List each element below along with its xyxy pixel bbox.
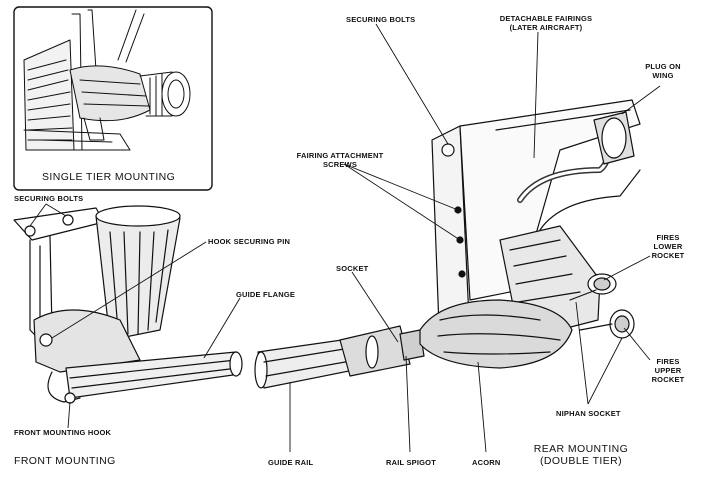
front-mounting-drawing	[13, 205, 243, 404]
detachable-fairings-line1: DETACHABLE FAIRINGS	[499, 14, 593, 23]
socket-label: SOCKET	[336, 264, 369, 273]
fires-lower-line2: LOWER	[653, 242, 683, 251]
fairing-screws-line2: SCREWS	[322, 160, 358, 169]
front-mounting-hook-label: FRONT MOUNTING HOOK	[14, 428, 112, 437]
rear-caption-line2: (DOUBLE TIER)	[539, 455, 623, 467]
fairing-attachment-screws-label: FAIRING ATTACHMENT SCREWS	[286, 151, 394, 169]
inset-panel	[13, 6, 213, 191]
fairing-screws-line1: FAIRING ATTACHMENT	[296, 151, 384, 160]
leader-lines	[29, 23, 661, 453]
fires-upper-line3: ROCKET	[651, 375, 685, 384]
rear-caption-line1: REAR MOUNTING	[533, 443, 629, 455]
fires-upper-line2: UPPER	[654, 366, 682, 375]
inset-caption: SINGLE TIER MOUNTING	[42, 171, 176, 183]
front-securing-bolts-label: SECURING BOLTS	[14, 194, 84, 203]
fires-upper-line1: FIRES	[656, 357, 680, 366]
fires-lower-rocket-label: FIRES LOWER ROCKET	[646, 233, 690, 260]
rail-spigot-label: RAIL SPIGOT	[386, 458, 436, 467]
guide-rail-label: GUIDE RAIL	[268, 458, 314, 467]
hook-securing-pin-label: HOOK SECURING PIN	[208, 237, 291, 246]
guide-flange-label: GUIDE FLANGE	[236, 290, 296, 299]
detachable-fairings-line2: (LATER AIRCRAFT)	[509, 23, 583, 32]
fires-lower-line3: ROCKET	[651, 251, 685, 260]
fires-upper-rocket-label: FIRES UPPER ROCKET	[646, 357, 690, 384]
rear-mounting-drawing	[419, 99, 641, 369]
plug-on-wing-label: PLUG ON WING	[638, 62, 688, 80]
acorn-label: ACORN	[472, 458, 501, 467]
rear-securing-bolts-label: SECURING BOLTS	[346, 15, 416, 24]
niphan-socket-label: NIPHAN SOCKET	[556, 409, 621, 418]
front-mounting-caption: FRONT MOUNTING	[14, 455, 116, 467]
fires-lower-line1: FIRES	[656, 233, 680, 242]
rear-mounting-caption: REAR MOUNTING (DOUBLE TIER)	[526, 443, 636, 467]
detachable-fairings-label: DETACHABLE FAIRINGS (LATER AIRCRAFT)	[496, 14, 596, 32]
plug-on-wing-line2: WING	[652, 71, 674, 80]
plug-on-wing-line1: PLUG ON	[645, 62, 681, 71]
guide-rail-drawing	[254, 325, 425, 389]
